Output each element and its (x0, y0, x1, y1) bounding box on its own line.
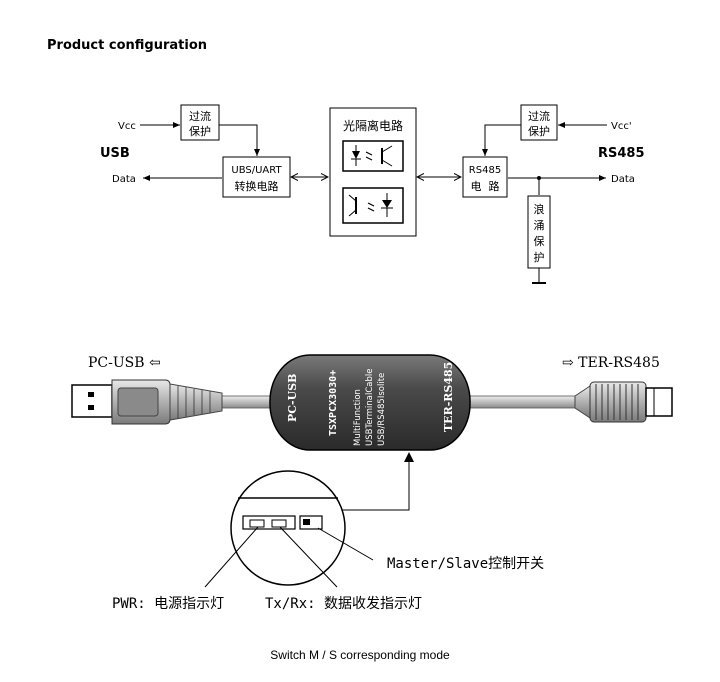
connection-lines (140, 122, 607, 284)
zoom-pointer-arrowhead (404, 452, 414, 462)
rs485-circuit-line2: 电 路 (471, 180, 500, 193)
surge-char-1: 浪 (534, 202, 545, 216)
cable-left (221, 395, 278, 409)
vcc-right-label: Vcc' (611, 121, 632, 132)
adapter-body: PC-USB TSXPCX3030+ MultiFunction USBTerm… (269, 354, 471, 451)
overcurrent-left-line1: 过流 (189, 109, 211, 123)
txrx-led (271, 519, 287, 528)
rs485-circuit-line1: RS485 (469, 165, 501, 176)
cable-illustration: PC-USB ⇦ ⇨ TER-RS485 PC-USB TSXPC (71, 354, 673, 588)
pwr-callout: PWR: 电源指示灯 (112, 596, 224, 612)
data-left-label: Data (112, 174, 136, 185)
rs485-connector (574, 381, 673, 423)
isolation-label: 光隔离电路 (343, 118, 403, 133)
ter-rs485-label: ⇨ TER-RS485 (562, 355, 660, 371)
optocoupler-top (342, 140, 404, 172)
surge-char-4: 护 (534, 250, 545, 264)
overcurrent-right-line2: 保护 (528, 124, 550, 138)
body-text-line1: MultiFunction (353, 389, 363, 446)
page-title: Product configuration (47, 38, 208, 53)
junction-dot (537, 176, 541, 180)
zoom-detail (230, 470, 346, 586)
overcurrent-right-line1: 过流 (528, 109, 550, 123)
overcurrent-box-left (180, 104, 220, 141)
usb-plug (71, 379, 223, 425)
zoom-pointer-line (340, 458, 410, 511)
body-pc-usb-text: PC-USB (286, 374, 299, 422)
rs485-label: RS485 (598, 146, 645, 161)
switch-knob (303, 519, 310, 525)
optocoupler-bottom-symbol (348, 193, 393, 217)
master-slave-callout: Master/Slave控制开关 (387, 556, 544, 572)
block-diagram: Vcc USB Data 过流 保护 UBS/UART 转换电路 光隔离电路 (100, 104, 645, 284)
caption: Switch M / S corresponding mode (270, 648, 450, 662)
data-right-label: Data (611, 174, 635, 185)
pwr-led (249, 519, 265, 528)
optocoupler-top-symbol (351, 145, 393, 167)
usb-plug-metal (71, 384, 113, 418)
surge-char-3: 保 (534, 234, 545, 248)
body-text-line3: USB/RS485Isolite (377, 373, 387, 446)
converter-box (222, 156, 291, 198)
converter-line2: 转换电路 (235, 179, 279, 193)
surge-char-2: 涌 (534, 219, 545, 232)
body-text-line2: USBTerminalCable (365, 368, 375, 446)
body-model-text: TSXPCX3030+ (328, 370, 339, 436)
converter-line1: UBS/UART (231, 165, 282, 176)
overcurrent-box-right (520, 104, 558, 141)
vcc-left-label: Vcc (118, 121, 136, 132)
txrx-callout: Tx/Rx: 数据收发指示灯 (265, 596, 422, 612)
rs485-circuit-box (462, 156, 508, 198)
pc-usb-label: PC-USB ⇦ (88, 355, 161, 371)
callout-lines (204, 526, 374, 588)
overcurrent-left-line2: 保护 (189, 124, 211, 138)
cable-right (464, 395, 576, 409)
usb-label: USB (100, 146, 130, 161)
body-ter-text: TER-RS485 (442, 362, 455, 432)
